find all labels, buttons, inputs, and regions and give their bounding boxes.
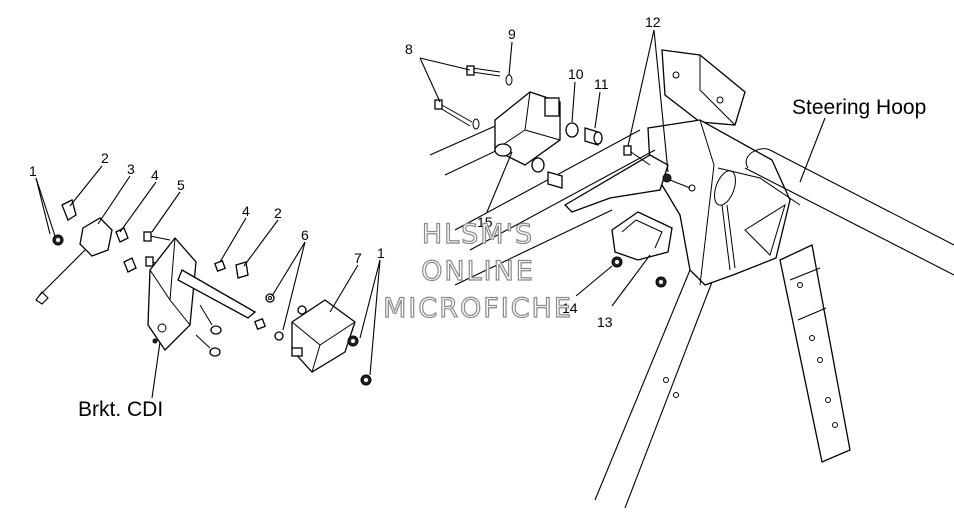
leader-lines [35,29,826,399]
callout-7: 7 [354,250,362,266]
callout-6: 6 [301,227,309,243]
callout-9: 9 [508,26,516,42]
cdi-bracket-assembly [35,199,372,386]
callout-4-left: 4 [151,167,159,183]
steering-hoop-label: Steering Hoop [792,96,926,119]
watermark-line-2: ONLINE [421,256,535,287]
callout-11: 11 [594,76,609,92]
callout-14: 14 [562,300,578,316]
ignition-coil-assembly [434,65,651,189]
callout-3: 3 [127,161,135,177]
callout-1-left: 1 [29,163,37,179]
watermark-line-3: MICROFICHE [383,293,573,324]
steering-frame [429,49,954,509]
callout-2-right: 2 [274,205,282,221]
cover-bracket [611,211,673,288]
callout-4-right: 4 [242,203,250,219]
callout-12: 12 [645,14,661,30]
callout-2-left: 2 [101,150,109,166]
callout-13: 13 [597,314,613,330]
callout-8: 8 [405,41,413,57]
bracket-cdi-label: Brkt. CDI [78,398,163,421]
watermark-line-1: HLSM'S [422,219,534,250]
callout-1-right: 1 [377,245,385,261]
watermark: HLSM'S ONLINE MICROFICHE [382,218,573,324]
callout-10: 10 [568,66,584,82]
callout-15: 15 [477,214,493,230]
callout-5: 5 [177,177,185,193]
callout-numbers: 1 2 3 4 5 4 2 6 7 1 8 9 10 11 12 15 14 1… [29,14,661,330]
